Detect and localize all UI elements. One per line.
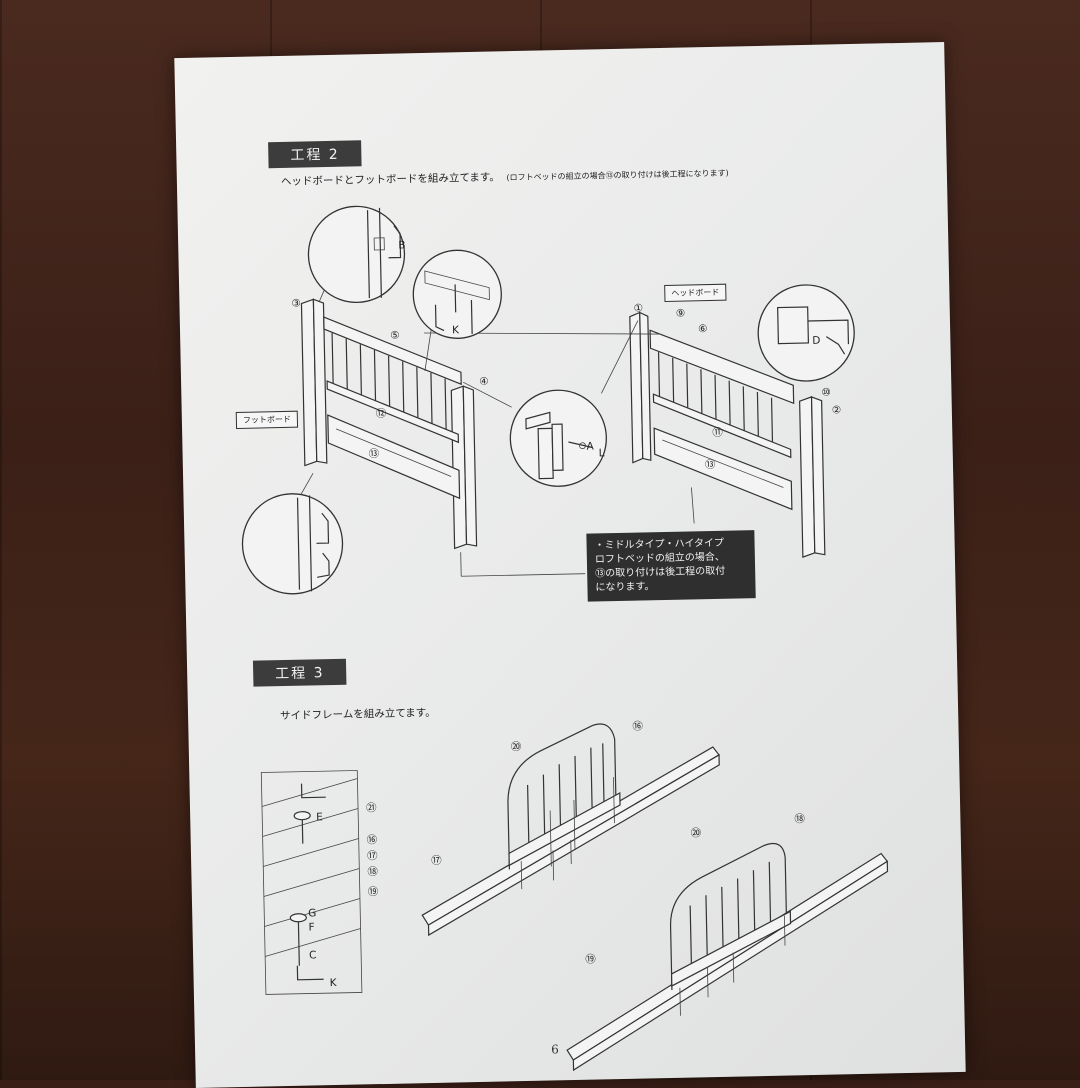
letter-k-detail: K (329, 976, 337, 990)
footboard-right-post (450, 385, 478, 550)
part-label-6: ⑥ (697, 323, 708, 336)
bolt-section-detail (260, 770, 363, 995)
letter-k: K (451, 324, 460, 337)
headboard-slats (652, 352, 792, 459)
part-label-2: ② (831, 404, 842, 417)
footboard-top-rail (323, 316, 462, 386)
part-label-20-left: ⑳ (510, 741, 522, 754)
part-label-13-head: ⑬ (704, 458, 716, 472)
footboard-bottom-rail (327, 414, 461, 500)
detail-circle-rail-bolt (412, 249, 502, 339)
headboard-bottom-rail (653, 427, 793, 511)
headboard-right-post (799, 396, 826, 558)
footboard-left-post (300, 298, 328, 467)
part-label-18: ⑱ (794, 813, 805, 826)
page-number: 6 (550, 1042, 559, 1057)
letter-l: L (598, 447, 605, 460)
part-label-11: ⑪ (712, 426, 723, 439)
part-label-10: ⑩ (821, 386, 831, 399)
letter-c: C (308, 949, 317, 962)
part-label-1: ① (633, 302, 644, 315)
part-label-18-detail: ⑱ (367, 866, 379, 879)
part-label-19: ⑲ (585, 953, 596, 966)
letter-a: A (586, 440, 594, 453)
letter-b: B (398, 239, 406, 252)
part-label-4: ④ (479, 375, 489, 388)
part-label-16-detail: ⑯ (366, 834, 378, 847)
part-label-20-right: ⑳ (690, 827, 702, 840)
part-label-19-detail: ⑲ (367, 886, 379, 899)
detail-circle-headboard-bolt (757, 284, 855, 382)
detail-circle-center-joint (509, 389, 607, 487)
letter-d: D (812, 334, 821, 347)
detail-circle-post-bolt (307, 205, 406, 304)
loft-bed-note: ・ミドルタイプ・ハイタイプ ロフトベッドの組立の場合、 ⑬の取り付けは後工程の取… (586, 530, 756, 602)
part-label-17-detail: ⑰ (366, 850, 378, 863)
part-label-9: ⑨ (675, 307, 686, 320)
headboard-left-post (629, 311, 652, 464)
part-label-13: ⑬ (368, 447, 380, 461)
part-label-16: ⑯ (632, 720, 644, 733)
side-frame-left (421, 723, 720, 937)
part-label-21: ㉑ (365, 802, 377, 815)
headboard-top-rail (649, 329, 795, 405)
letter-e: E (316, 811, 323, 824)
instruction-sheet: 工程 2 ヘッドボードとフットボードを組み立てます。 (ロフトベッドの組立の場合… (174, 42, 966, 1088)
part-label-3: ③ (291, 297, 302, 310)
note-line-4: になります。 (595, 581, 655, 594)
headboard-tag: ヘッドボード (664, 283, 727, 302)
letter-g: G (308, 907, 317, 920)
step-2-diagram (241, 205, 889, 1072)
letter-f: F (308, 921, 315, 934)
step-3-label: 工程 3 (252, 658, 347, 687)
footboard-tag: フットボード (235, 410, 299, 429)
side-frame-right (566, 842, 889, 1072)
part-label-5: ⑤ (390, 329, 400, 342)
detail-circle-footboard-bolts (241, 493, 344, 595)
part-label-12: ⑫ (375, 407, 387, 421)
part-label-17: ⑰ (431, 854, 442, 867)
footboard-slats (326, 332, 460, 444)
